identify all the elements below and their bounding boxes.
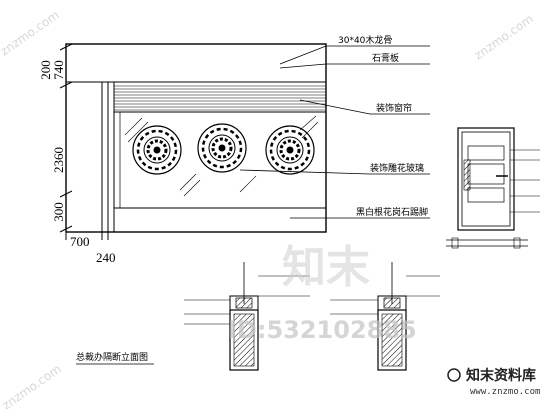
- brand-logo-icon: [447, 368, 461, 382]
- carved-rosette-left: [132, 125, 182, 175]
- dimension-700: 700: [70, 234, 90, 249]
- watermark-main: 知末: [282, 242, 370, 293]
- brand-badge: 知末资料库 www.znzmo.com: [446, 360, 556, 400]
- door-detail-leaders: [510, 149, 540, 213]
- callout-wood-keel: 30*40木龙骨: [338, 34, 392, 46]
- callout-decorative-curtain: 装饰窗帘: [376, 102, 412, 114]
- callout-carved-glass: 装饰雕花玻璃: [370, 162, 424, 174]
- carved-rosette-right: [265, 125, 315, 175]
- callout-granite-skirting: 黑白根花岗石踢脚: [356, 206, 428, 218]
- dimension-300: 300: [51, 202, 66, 222]
- dimension-240: 240: [96, 250, 116, 265]
- dimension-740: 740: [51, 60, 66, 80]
- dimension-2360: 2360: [51, 147, 66, 173]
- watermark-edge-top-left: znzmo.com: [0, 8, 62, 59]
- dimension-200: 200: [38, 60, 53, 80]
- watermark-id: ID:532102885: [228, 316, 417, 344]
- watermark-edge-top-right: znzmo.com: [472, 12, 536, 63]
- curtain-slats: [114, 85, 326, 111]
- callout-gypsum-board: 石膏板: [372, 52, 399, 64]
- door-detail: [446, 127, 528, 249]
- carved-rosette-center: [197, 123, 247, 173]
- drawing-title: 总裁办隔断立面图: [76, 351, 148, 363]
- section-detail-right: [330, 262, 440, 371]
- horizontal-dimension: [65, 232, 109, 240]
- partition-elevation: [65, 43, 327, 233]
- watermark-edge-bottom-left: znzmo.com: [0, 362, 64, 413]
- brand-name: 知末资料库: [466, 367, 536, 384]
- section-detail-left: [184, 262, 310, 371]
- brand-url: www.znzmo.com: [470, 387, 540, 397]
- callout-leaders: [239, 45, 430, 219]
- glass-reflection-lines: [124, 115, 319, 197]
